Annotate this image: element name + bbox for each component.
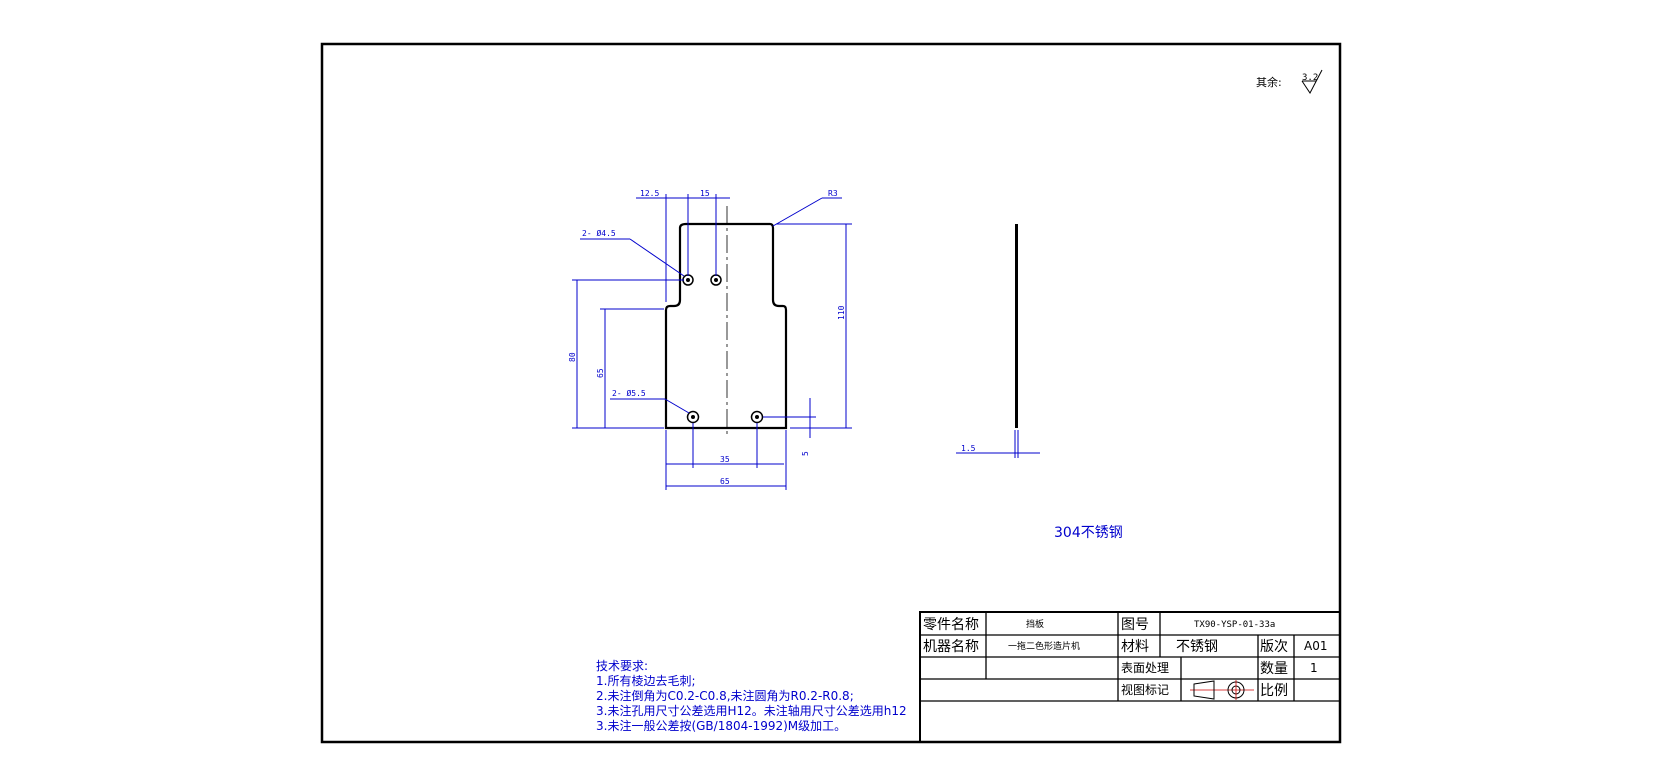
tb-version-label: 版次 (1260, 639, 1288, 655)
roughness-label: 其余: (1256, 75, 1282, 89)
tb-material-label: 材料 (1121, 639, 1149, 655)
tb-drawing-no-value: TX90-YSP-01-33a (1194, 620, 1275, 630)
tech-line-2: 2.未注倒角为C0.2-C0.8,未注圆角为R0.2-R0.8; (596, 688, 854, 703)
material-note: 304不锈钢 (1054, 525, 1123, 541)
tb-drawing-no-label: 图号 (1121, 617, 1149, 633)
dim-5: 5 (801, 451, 810, 456)
dim-hole-5-5: 2- Ø5.5 (612, 388, 646, 398)
dim-r3: R3 (828, 189, 838, 198)
projection-symbol (1190, 680, 1254, 700)
title-block: 零件名称 挡板 图号 TX90-YSP-01-33a 机器名称 一拖二色形造片机… (919, 611, 1341, 743)
hole-bottom-right (750, 410, 764, 424)
dim-65-horizontal: 65 (720, 477, 730, 486)
hole-top-right (710, 274, 722, 286)
part-front-view (664, 206, 788, 436)
hole-bottom-left (686, 410, 700, 424)
dim-80: 80 (568, 352, 577, 362)
part-side-view: 1.5 (956, 224, 1040, 458)
dim-110: 110 (837, 305, 846, 320)
roughness-symbol: 其余: 3.2 (1256, 69, 1323, 94)
dim-15: 15 (700, 189, 710, 198)
tb-part-name-value: 挡板 (1026, 618, 1044, 630)
tb-version-value: A01 (1304, 639, 1327, 653)
drawing-frame (320, 42, 1342, 744)
dim-65-vertical: 65 (596, 368, 605, 378)
tb-machine-value: 一拖二色形造片机 (1008, 640, 1080, 652)
technical-requirements: 技术要求: 1.所有棱边去毛刺; 2.未注倒角为C0.2-C0.8,未注圆角为R… (596, 659, 907, 733)
part-outline (664, 222, 788, 430)
dim-hole-4-5: 2- Ø4.5 (582, 228, 616, 238)
tech-line-4: 3.未注一般公差按(GB/1804-1992)M级加工。 (596, 718, 846, 733)
tb-surface-label: 表面处理 (1121, 661, 1169, 675)
hole-top-left (682, 274, 694, 286)
tb-machine-label: 机器名称 (923, 639, 979, 655)
dimension-lines: 12.5 15 R3 2- Ø4.5 2- Ø5.5 110 80 65 5 (568, 189, 852, 490)
tb-part-name-label: 零件名称 (923, 617, 979, 633)
tech-line-3: 3.未注孔用尺寸公差选用H12。未注轴用尺寸公差选用h12 (596, 703, 907, 718)
tb-view-label: 视图标记 (1121, 682, 1169, 697)
tech-line-1: 1.所有棱边去毛刺; (596, 673, 696, 688)
dim-12-5: 12.5 (640, 189, 659, 198)
dim-1-5: 1.5 (961, 444, 976, 453)
tb-qty-value: 1 (1310, 661, 1318, 675)
tb-scale-label: 比例 (1260, 683, 1288, 699)
tb-material-value: 不锈钢 (1176, 639, 1218, 655)
roughness-value: 3.2 (1302, 73, 1318, 83)
tech-title: 技术要求: (596, 659, 648, 673)
tb-qty-label: 数量 (1260, 661, 1288, 677)
dim-35: 35 (720, 455, 730, 464)
